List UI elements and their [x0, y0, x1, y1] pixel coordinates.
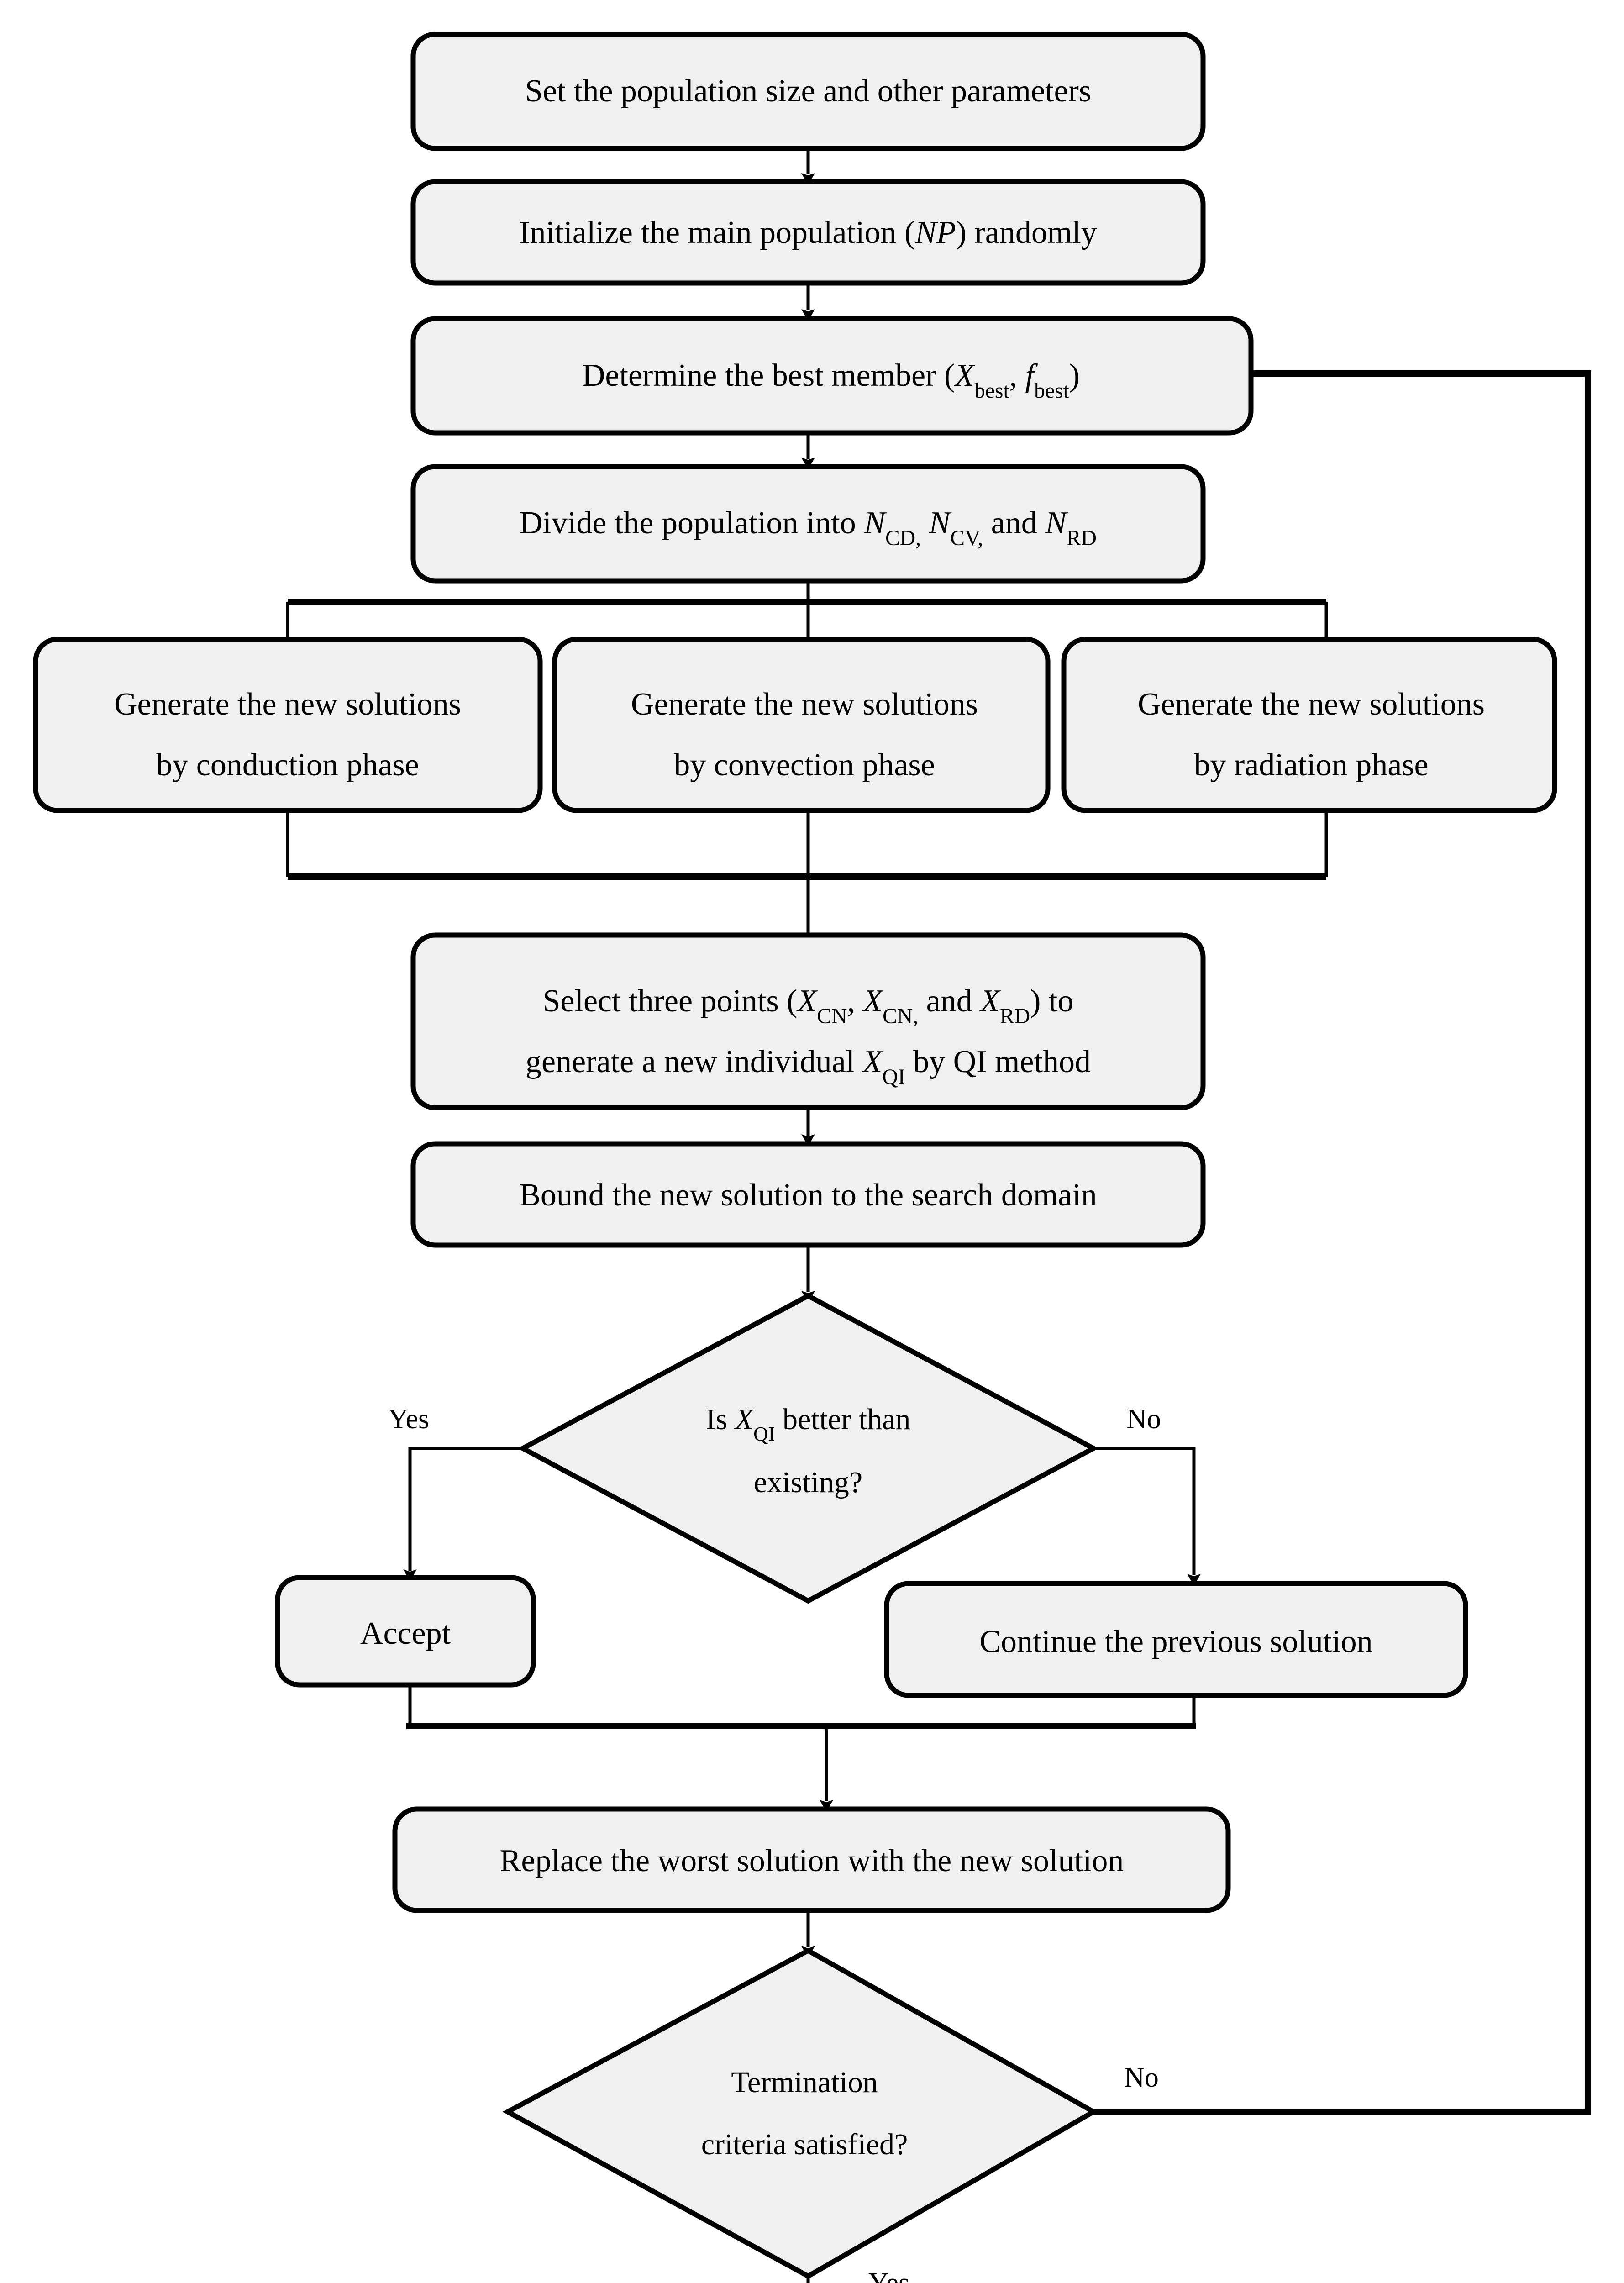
node-label: generate a new individual XQI by QI meth… [526, 1044, 1091, 1089]
node-label: Generate the new solutions [631, 687, 978, 722]
edge-label-yes-1: Yes [388, 1404, 429, 1435]
node-label: Initialize the main population (NP) rand… [519, 215, 1097, 250]
node-label: Bound the new solution to the search dom… [519, 1178, 1097, 1213]
node-label: Termination [731, 2066, 878, 2099]
node-initialize-population[interactable]: Initialize the main population (NP) rand… [410, 179, 1206, 286]
node-label: Continue the previous solution [979, 1624, 1372, 1659]
node-convection-phase[interactable]: Generate the new solutions by convection… [552, 637, 1051, 813]
edge-feedback-loop [1093, 364, 1591, 2115]
node-label: Is XQI better than [706, 1403, 911, 1445]
node-set-parameters[interactable]: Set the population size and other parame… [410, 32, 1206, 151]
node-conduction-phase[interactable]: Generate the new solutions by conduction… [33, 637, 543, 813]
edge-decision1-no [1093, 1447, 1201, 1586]
node-bound-solution[interactable]: Bound the new solution to the search dom… [410, 1141, 1206, 1248]
node-determine-best-member[interactable]: Determine the best member (Xbest, fbest) [410, 316, 1254, 436]
node-label: Set the population size and other parame… [525, 74, 1091, 109]
edge-label-no-2: No [1124, 2062, 1159, 2093]
node-label: Accept [360, 1616, 451, 1651]
node-select-three-points[interactable]: Select three points (XCN, XCN, and XRD) … [410, 932, 1206, 1110]
node-label: by convection phase [674, 747, 935, 783]
node-divide-population[interactable]: Divide the population into NCD, NCV, and… [410, 464, 1206, 584]
node-label: by conduction phase [156, 747, 419, 783]
node-radiation-phase[interactable]: Generate the new solutions by radiation … [1061, 637, 1557, 813]
node-accept[interactable]: Accept [275, 1575, 536, 1688]
node-decision-termination[interactable]: Termination criteria satisfied? [502, 1947, 1099, 2279]
node-label: Generate the new solutions [114, 687, 461, 722]
node-label: Generate the new solutions [1138, 687, 1485, 722]
node-replace-worst-solution[interactable]: Replace the worst solution with the new … [392, 1806, 1231, 1913]
node-label: Divide the population into NCD, NCV, and… [520, 505, 1097, 550]
node-decision-is-xqi-better[interactable]: Is XQI better than existing? [517, 1293, 1099, 1604]
edge-decision1-yes [403, 1447, 523, 1581]
edge-label-no-1: No [1126, 1404, 1161, 1435]
node-label: by radiation phase [1194, 747, 1428, 783]
node-label: criteria satisfied? [701, 2128, 908, 2161]
node-label: Replace the worst solution with the new … [500, 1843, 1124, 1878]
edge-label-yes-2: Yes [868, 2267, 909, 2283]
node-label: Determine the best member (Xbest, fbest) [582, 358, 1080, 403]
node-label: Select three points (XCN, XCN, and XRD) … [543, 984, 1074, 1028]
node-continue-previous[interactable]: Continue the previous solution [884, 1581, 1468, 1698]
node-label: existing? [754, 1466, 862, 1499]
